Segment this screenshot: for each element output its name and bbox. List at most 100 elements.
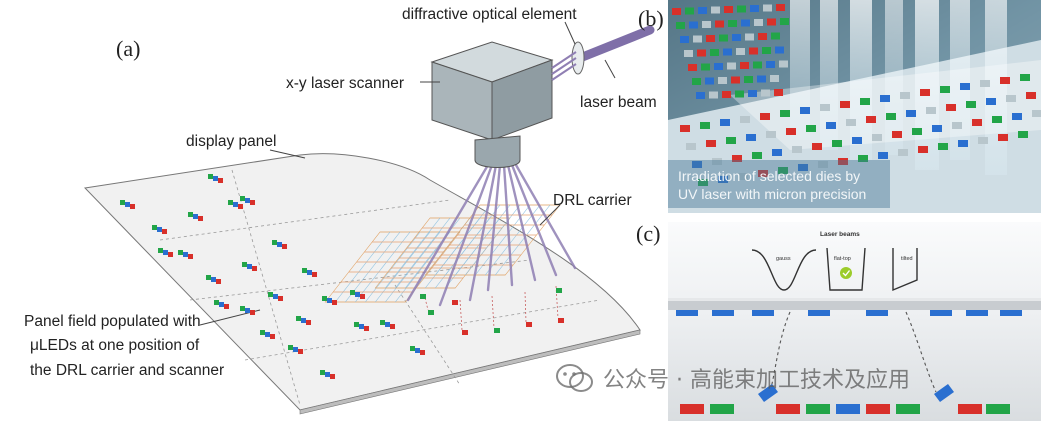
photo-die	[676, 22, 685, 29]
photo-die	[748, 90, 757, 97]
led-die	[385, 322, 390, 327]
check-icon	[840, 267, 852, 279]
panel-label-b: (b)	[638, 6, 664, 31]
led-die	[242, 262, 247, 267]
photo-die	[820, 104, 830, 111]
photo-die	[709, 91, 718, 99]
led-die	[183, 252, 188, 257]
led-die	[252, 266, 257, 271]
led-die	[282, 244, 287, 249]
panel-b-photo	[668, 0, 1041, 213]
led-die	[224, 304, 229, 309]
photo-die	[692, 161, 702, 168]
watermark-text: 公众号 · 高能束加工技术及应用	[603, 368, 910, 393]
led-die	[364, 326, 369, 331]
photo-die	[1032, 110, 1041, 117]
led-die	[306, 320, 311, 325]
photo-die	[778, 167, 788, 174]
photo-die	[958, 140, 968, 147]
photo-die	[812, 143, 822, 150]
led-die	[277, 242, 282, 247]
photo-die	[858, 155, 868, 162]
photo-die	[752, 152, 762, 159]
photo-die	[685, 7, 694, 15]
photo-die	[1012, 113, 1022, 120]
photo-die	[698, 179, 708, 186]
led-die	[214, 300, 219, 305]
flat-top-label: flat-top	[834, 256, 851, 262]
photo-die	[744, 76, 753, 83]
led-die	[163, 250, 168, 255]
photo-die	[724, 6, 733, 13]
photo-die	[740, 62, 749, 69]
photo-die	[840, 101, 850, 108]
photo-die	[920, 89, 930, 96]
photo-die	[712, 158, 722, 165]
photo-die	[693, 35, 702, 43]
led-die	[216, 279, 221, 284]
photo-die	[761, 89, 770, 97]
receiver-die	[958, 404, 982, 414]
photo-die	[892, 131, 902, 138]
led-die	[298, 349, 303, 354]
photo-die	[767, 18, 776, 26]
led-die	[327, 298, 332, 303]
led-die	[307, 270, 312, 275]
photo-die	[980, 80, 990, 87]
photo-die	[838, 158, 848, 165]
led-die	[218, 178, 223, 183]
receiver-die	[986, 404, 1010, 414]
led-die	[272, 240, 277, 245]
tilted-label: tilted	[901, 256, 913, 262]
photo-die	[698, 7, 707, 14]
laser-scanner-box	[430, 41, 554, 168]
led-die	[390, 324, 395, 329]
carrier-die	[752, 310, 774, 316]
led-die	[211, 277, 216, 282]
diffractive-optical-element	[571, 41, 585, 75]
photo-die	[705, 77, 714, 85]
led-die	[245, 198, 250, 203]
photo-die	[706, 35, 715, 42]
photo-die	[688, 64, 697, 71]
carrier-substrate	[668, 300, 1041, 310]
led-die	[278, 296, 283, 301]
led-die	[270, 334, 275, 339]
photo-die	[760, 113, 770, 120]
led-die	[240, 306, 245, 311]
photo-die	[846, 119, 856, 126]
photo-die	[736, 48, 745, 55]
flying-die-left	[758, 384, 778, 402]
photo-die	[766, 61, 775, 68]
led-die	[120, 200, 125, 205]
photo-die	[684, 50, 693, 57]
photo-die	[826, 122, 836, 129]
photo-die	[706, 140, 716, 147]
led-pixels	[120, 174, 564, 379]
photo-die	[966, 101, 976, 108]
photo-die	[932, 125, 942, 132]
led-die	[213, 176, 218, 181]
carrier-die	[676, 310, 698, 316]
photo-die	[798, 164, 808, 171]
led-die	[380, 320, 385, 325]
carrier-die	[712, 310, 734, 316]
photo-die	[960, 83, 970, 90]
led-die	[293, 347, 298, 352]
label-laser-beam: laser beam	[580, 94, 657, 111]
watermark: 公众号 · 高能束加工技术及应用	[555, 362, 910, 394]
transferred-die	[526, 322, 532, 327]
receiver-dies	[680, 404, 1010, 414]
led-die	[219, 302, 224, 307]
receiver-die	[806, 404, 830, 414]
photo-die	[906, 110, 916, 117]
photo-caption: Irradiation of selected dies by UV laser…	[678, 167, 894, 203]
photo-die	[700, 122, 710, 129]
photo-die	[763, 4, 772, 12]
led-die	[158, 248, 163, 253]
photo-caption-box	[668, 160, 890, 208]
photo-die	[946, 104, 956, 111]
photo-die	[1006, 95, 1016, 102]
photo-die	[940, 86, 950, 93]
photo-die	[860, 98, 870, 105]
